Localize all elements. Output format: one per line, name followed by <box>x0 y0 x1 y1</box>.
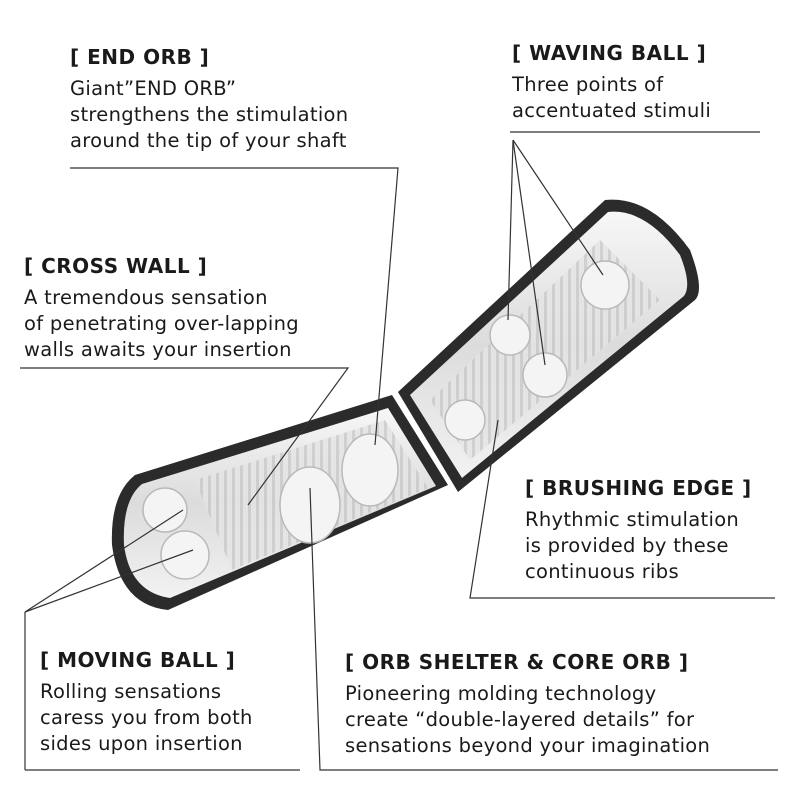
brushing-edge-line-1: Rhythmic stimulation <box>525 508 740 531</box>
brushing-edge-description: Rhythmic stimulation is provided by thes… <box>525 507 752 585</box>
moving-ball-line-3: sides upon insertion <box>40 732 243 755</box>
callout-waving-ball: [ WAVING BALL ] Three points of accentua… <box>512 40 711 124</box>
brushing-edge-orb <box>444 399 486 441</box>
waving-ball-leader-1 <box>507 139 514 321</box>
brushing-edge-line-3: continuous ribs <box>525 560 679 583</box>
end-orb-title: [ END ORB ] <box>70 45 210 69</box>
end-orb-line-1: Giant”END ORB” <box>70 77 237 100</box>
cross-wall-line-3: walls awaits your insertion <box>24 338 292 361</box>
waving-ball-title: [ WAVING BALL ] <box>512 41 707 65</box>
brushing-edge-leader <box>469 419 775 599</box>
inner-features <box>142 260 630 580</box>
end-orb-line-2: strengthens the stimulation <box>70 103 349 126</box>
moving-ball-lower <box>160 530 210 580</box>
orb-shelter-leader <box>309 487 778 771</box>
moving-ball-title: [ MOVING BALL ] <box>40 648 236 672</box>
orb-shelter-line-1: Pioneering molding technology <box>345 682 657 705</box>
cross-wall-line-2: of penetrating over-lapping <box>24 312 299 335</box>
waving-ball-2 <box>522 352 568 398</box>
cross-wall-title: [ CROSS WALL ] <box>24 254 208 278</box>
orb-shelter-title: [ ORB SHELTER & CORE ORB ] <box>345 650 689 674</box>
orb-shelter-line-3: sensations beyond your imagination <box>345 734 711 757</box>
end-orb-description: Giant”END ORB” strengthens the stimulati… <box>70 76 348 154</box>
core-orb <box>279 466 341 544</box>
waving-ball-line-1: Three points of <box>512 73 664 96</box>
waving-ball-description: Three points of accentuated stimuli <box>512 72 711 124</box>
callout-cross-wall: [ CROSS WALL ] A tremendous sensation of… <box>24 253 299 363</box>
waving-ball-1 <box>489 314 531 356</box>
leader-lines <box>20 131 778 771</box>
waving-ball-line-2: accentuated stimuli <box>512 99 712 122</box>
waving-ball-3 <box>580 260 630 310</box>
end-orb-leader <box>70 167 399 446</box>
end-orb <box>341 433 399 507</box>
moving-ball-line-1: Rolling sensations <box>40 680 222 703</box>
brushing-edge-line-2: is provided by these <box>525 534 729 557</box>
end-orb-line-3: around the tip of your shaft <box>70 129 347 152</box>
callout-moving-ball: [ MOVING BALL ] Rolling sensations cares… <box>40 647 253 757</box>
moving-ball-line-2: caress you from both <box>40 706 253 729</box>
cross-wall-line-1: A tremendous sensation <box>24 286 268 309</box>
right-half-casing <box>398 199 699 493</box>
callout-orb-shelter: [ ORB SHELTER & CORE ORB ] Pioneering mo… <box>345 649 710 759</box>
moving-ball-upper <box>142 487 188 533</box>
cross-wall-leader <box>20 367 350 506</box>
moving-ball-leader-1 <box>24 509 184 613</box>
cross-wall-description: A tremendous sensation of penetrating ov… <box>24 285 299 363</box>
callout-brushing-edge: [ BRUSHING EDGE ] Rhythmic stimulation i… <box>525 475 752 585</box>
orb-shelter-line-2: create “double-layered details” for <box>345 708 695 731</box>
moving-ball-description: Rolling sensations caress you from both … <box>40 679 253 757</box>
orb-shelter-description: Pioneering molding technology create “do… <box>345 681 710 759</box>
brushing-edge-title: [ BRUSHING EDGE ] <box>525 476 752 500</box>
callout-end-orb: [ END ORB ] Giant”END ORB” strengthens t… <box>70 44 348 154</box>
